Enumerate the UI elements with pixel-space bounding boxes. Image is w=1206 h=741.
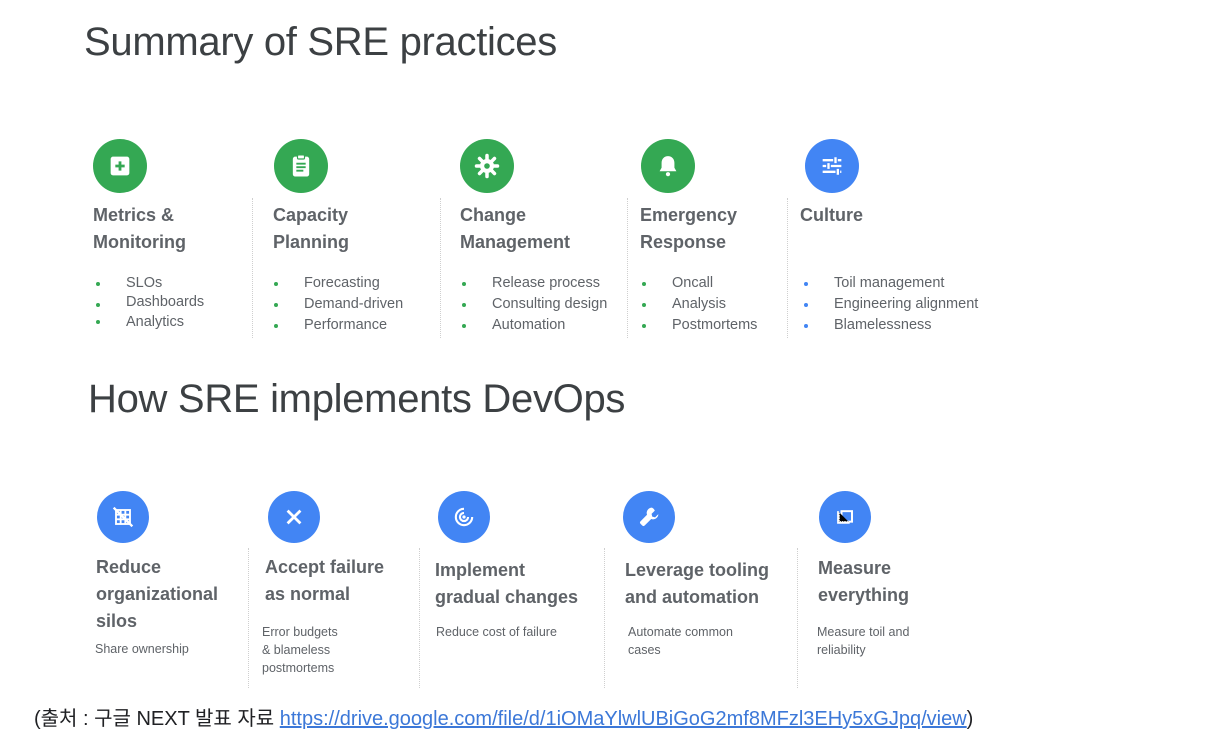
practice-bullets: Forecasting Demand-driven Performance [273, 273, 403, 336]
grid-slash-icon [97, 491, 149, 543]
practice-heading: Metrics & Monitoring [93, 205, 186, 252]
list-item: Engineering alignment [803, 294, 978, 315]
list-item: Analysis [641, 294, 757, 315]
list-item: Toil management [803, 273, 978, 294]
devops-heading: Measure everything [818, 558, 910, 605]
close-icon [268, 491, 320, 543]
clipboard-icon [274, 139, 328, 193]
column-divider [252, 198, 253, 338]
list-item: Consulting design [461, 294, 607, 315]
devops-text: Error budgets & blameless postmortems [262, 625, 338, 675]
source-link[interactable]: https://drive.google.com/file/d/1iOMaYlw… [279, 708, 967, 730]
practice-bullets: Oncall Analysis Postmortems [641, 273, 757, 336]
devops-title: How SRE implements DevOps [88, 377, 626, 421]
list-item: Analytics [95, 311, 204, 334]
target-icon [438, 491, 490, 543]
list-item: Performance [273, 315, 403, 336]
source-suffix: ) [966, 708, 974, 730]
devops-heading: Implement gradual changes [435, 560, 579, 607]
devops-heading: Accept failure as normal [265, 557, 385, 604]
devops-text: Reduce cost of failure [436, 625, 557, 639]
devops-text: Automate common cases [628, 625, 733, 657]
list-item: Demand-driven [273, 294, 403, 315]
column-divider [419, 548, 420, 688]
devops-text: Measure toil and reliability [817, 625, 910, 657]
source-footer: (출처 : 구글 NEXT 발표 자료 https://drive.google… [34, 702, 973, 731]
column-divider [248, 548, 249, 688]
devops-heading: Reduce organizational silos [96, 557, 219, 631]
column-divider [797, 548, 798, 688]
practice-bullets: Release process Consulting design Automa… [461, 273, 607, 336]
devops-heading: Leverage tooling and automation [625, 560, 770, 607]
list-item: Forecasting [273, 273, 403, 294]
list-item: Release process [461, 273, 607, 294]
bell-icon [641, 139, 695, 193]
practice-heading: Capacity Planning [273, 205, 349, 252]
list-item: Postmortems [641, 315, 757, 336]
list-item: SLOs [95, 273, 204, 294]
list-item: Blamelessness [803, 315, 978, 336]
column-divider [787, 198, 788, 338]
practice-heading: Change Management [460, 205, 571, 252]
practice-heading: Emergency Response [640, 205, 738, 252]
measure-icon [819, 491, 871, 543]
sliders-icon [805, 139, 859, 193]
gear-icon [460, 139, 514, 193]
practice-bullets: Toil management Engineering alignment Bl… [803, 273, 978, 336]
wrench-icon [623, 491, 675, 543]
devops-text: Share ownership [95, 642, 189, 656]
plus-square-icon [93, 139, 147, 193]
column-divider [604, 548, 605, 688]
source-prefix: (출처 : 구글 NEXT 발표 자료 [34, 708, 280, 730]
column-divider [440, 198, 441, 338]
practice-bullets: SLOs Dashboards Analytics [95, 273, 205, 334]
column-divider [627, 198, 628, 338]
list-item: Oncall [641, 273, 757, 294]
list-item: Automation [461, 315, 607, 336]
practices-title: Summary of SRE practices [84, 20, 557, 64]
list-item: Dashboards [95, 294, 205, 310]
practice-heading: Culture [800, 205, 863, 225]
